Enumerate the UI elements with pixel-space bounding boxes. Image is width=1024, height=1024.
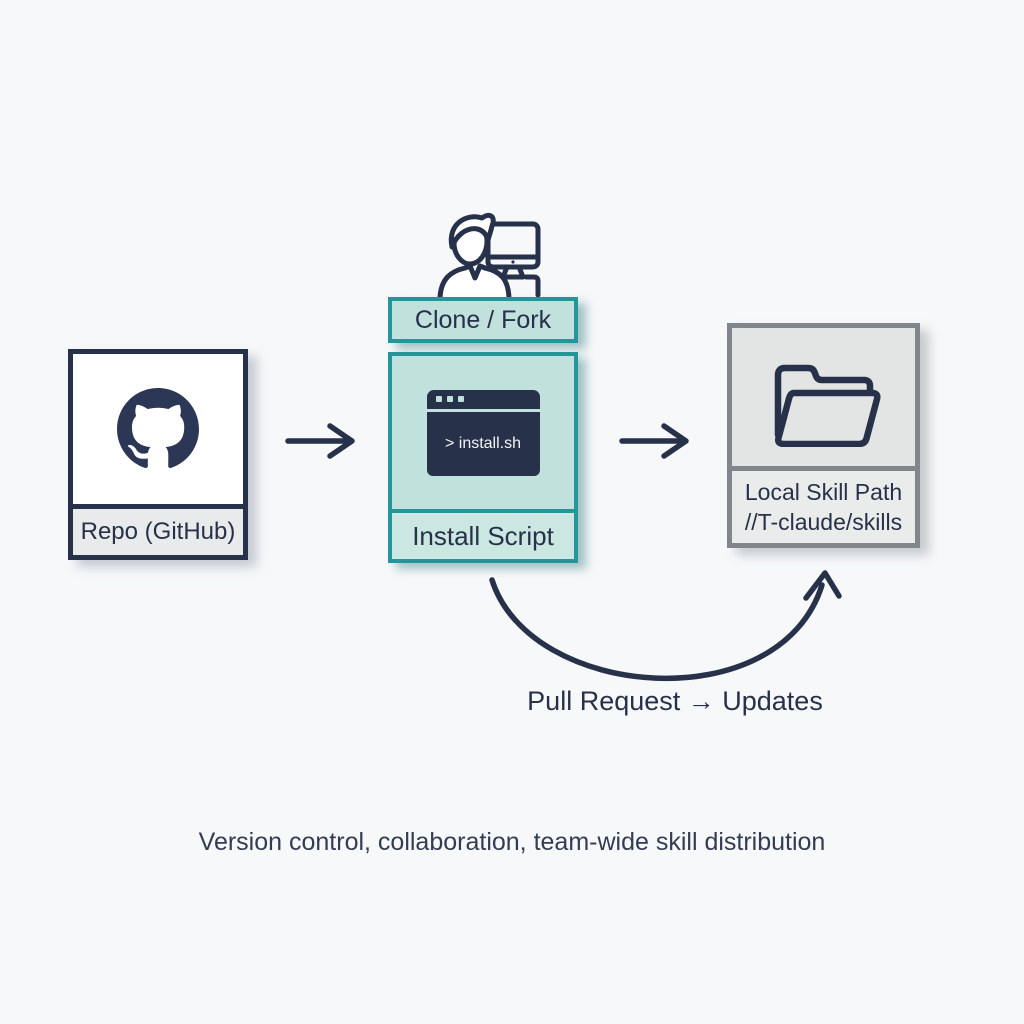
terminal-dot-icon: [446, 396, 453, 402]
arrow-install-to-local: [619, 423, 689, 459]
terminal-dot-icon: [457, 396, 464, 402]
node-repo-github: Repo (GitHub): [68, 349, 248, 560]
install-script-label: Install Script: [392, 509, 574, 559]
local-body: [732, 328, 915, 466]
local-skill-path-line1: Local Skill Path: [744, 479, 903, 505]
node-local-skill-path: Local Skill Path //T-claude/skills: [727, 323, 920, 548]
person-at-computer-icon: [437, 212, 541, 300]
repo-label: Repo (GitHub): [73, 504, 243, 555]
terminal-dot-icon: [435, 396, 442, 402]
terminal-screen-text: > install.sh: [426, 411, 540, 476]
repo-body: [73, 354, 243, 504]
install-body: > install.sh: [392, 356, 574, 509]
terminal-window-icon: > install.sh: [426, 389, 540, 476]
open-folder-icon: [774, 364, 880, 447]
github-octocat-icon: [117, 388, 199, 468]
node-install-script: > install.sh Install Script: [388, 352, 578, 563]
arrow-repo-to-install: [285, 423, 355, 459]
terminal-titlebar: [426, 389, 540, 409]
local-skill-path-label: Local Skill Path //T-claude/skills: [732, 466, 915, 543]
diagram-caption: Version control, collaboration, team-wid…: [198, 828, 826, 856]
node-clone-fork: Clone / Fork: [388, 297, 578, 343]
arrow-pull-request-curve: [489, 570, 842, 682]
local-skill-path-line2: //T-claude/skills: [744, 509, 903, 535]
clone-fork-label: Clone / Fork: [414, 305, 552, 334]
pull-request-label: Pull Request → Updates: [527, 686, 823, 716]
